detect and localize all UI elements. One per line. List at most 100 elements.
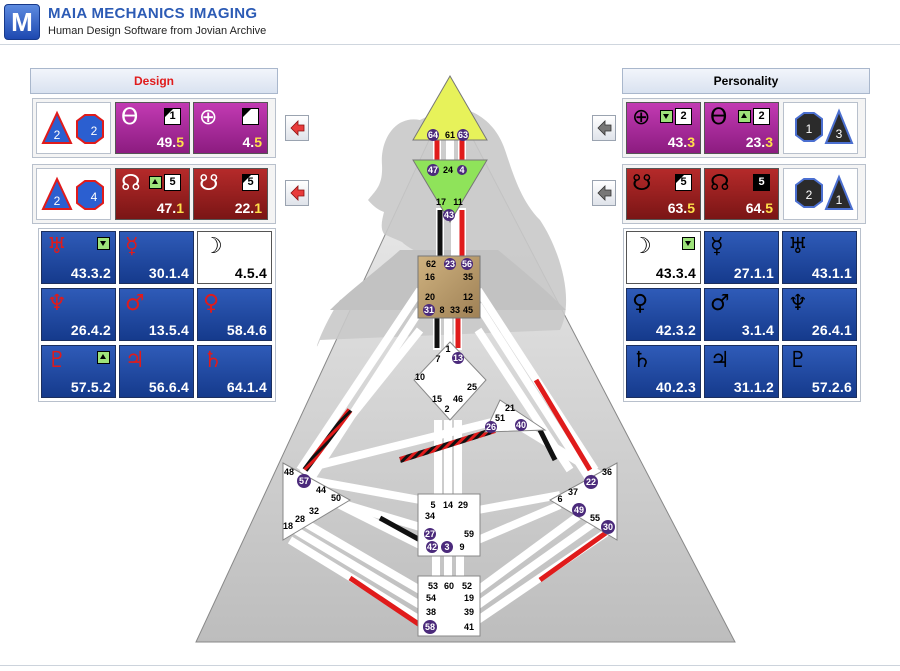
line-square: 5 — [675, 174, 692, 191]
design-panel-header: Design — [30, 68, 278, 94]
svg-text:61: 61 — [445, 130, 455, 140]
venus-icon: ♀ — [632, 291, 649, 316]
design-row1-arrow-button[interactable] — [285, 115, 309, 141]
app-title: MAIA MECHANICS IMAGING — [48, 5, 258, 22]
design-south-node-cell[interactable]: ☋ 5 22.1 — [193, 168, 268, 220]
personality-north-node-cell[interactable]: ☊ 5 64.5 — [704, 168, 779, 220]
svg-text:56: 56 — [462, 259, 472, 269]
svg-text:46: 46 — [453, 394, 463, 404]
neptune-icon: ♆ — [47, 291, 67, 316]
earth-icon: ⊕ — [632, 105, 651, 130]
svg-text:4: 4 — [91, 190, 98, 204]
design-planet-cell[interactable]: ♄64.1.4 — [197, 345, 272, 398]
personality-south-node-cell[interactable]: ☋ 5 63.5 — [626, 168, 701, 220]
personality-row1-arrow-button[interactable] — [592, 115, 616, 141]
arrow-right-icon — [290, 120, 305, 136]
uranus-icon: ♅ — [788, 234, 808, 259]
personality-planet-cell[interactable]: ♄40.2.3 — [626, 345, 701, 398]
north-node-icon: ☊ — [710, 171, 730, 196]
svg-text:33: 33 — [450, 305, 460, 315]
svg-text:49: 49 — [574, 505, 584, 515]
personality-earth-cell[interactable]: ⊕ 2 43.3 — [626, 102, 701, 154]
svg-text:2: 2 — [54, 194, 61, 208]
design-planet-cell[interactable]: ♀58.4.6 — [197, 288, 272, 341]
svg-text:1: 1 — [806, 122, 813, 136]
earth-icon: ⊕ — [199, 105, 218, 130]
svg-text:17: 17 — [436, 197, 446, 207]
venus-icon: ♀ — [203, 291, 220, 316]
svg-text:45: 45 — [463, 305, 473, 315]
personality-black-moon-cell[interactable]: ϴ 2 23.3 — [704, 102, 779, 154]
svg-text:18: 18 — [283, 521, 293, 531]
design-planet-cell[interactable]: ♃56.6.4 — [119, 345, 194, 398]
arrow-up-icon — [149, 176, 162, 189]
line-square — [242, 108, 259, 125]
jupiter-icon: ♃ — [710, 348, 730, 373]
svg-text:42: 42 — [427, 542, 437, 552]
design-row2-arrow-button[interactable] — [285, 180, 309, 206]
line-square: 5 — [164, 174, 181, 191]
design-planet-cell[interactable]: ♆26.4.2 — [41, 288, 116, 341]
svg-text:51: 51 — [495, 413, 505, 423]
svg-text:15: 15 — [432, 394, 442, 404]
mercury-icon: ☿ — [125, 234, 139, 259]
north-node-icon: ☊ — [121, 171, 141, 196]
design-variable-icons-1[interactable]: 2 2 — [36, 102, 111, 154]
throat-gates: 62 23 56 16 35 20 12 31 8 33 45 — [423, 258, 473, 316]
svg-text:8: 8 — [439, 305, 444, 315]
svg-text:62: 62 — [426, 259, 436, 269]
design-moon-node-cell[interactable]: ϴ 1 49.5 — [115, 102, 190, 154]
root-center — [417, 575, 481, 637]
personality-planet-cell[interactable]: ☽43.3.4 — [626, 231, 701, 284]
svg-text:43: 43 — [444, 210, 454, 220]
svg-text:47: 47 — [428, 165, 438, 175]
south-node-icon: ☋ — [199, 171, 219, 196]
svg-text:14: 14 — [443, 500, 453, 510]
design-planet-cell[interactable]: ♇57.5.2 — [41, 345, 116, 398]
svg-text:6: 6 — [557, 494, 562, 504]
svg-text:24: 24 — [443, 165, 453, 175]
personality-value: 43.3 — [667, 134, 695, 150]
design-planet-cell[interactable]: ♅43.3.2 — [41, 231, 116, 284]
design-variable-icons-2[interactable]: 2 4 — [36, 168, 111, 220]
mars-icon: ♂ — [125, 291, 145, 316]
personality-row-1: ⊕ 2 43.3 ϴ 2 23.3 1 3 — [622, 98, 866, 158]
svg-text:25: 25 — [467, 382, 477, 392]
personality-row2-arrow-button[interactable] — [592, 180, 616, 206]
svg-text:41: 41 — [464, 622, 474, 632]
personality-planet-cell[interactable]: ☿27.1.1 — [704, 231, 779, 284]
g-center — [413, 341, 487, 421]
svg-text:44: 44 — [316, 485, 326, 495]
personality-planet-cell[interactable]: ♀42.3.2 — [626, 288, 701, 341]
svg-text:26: 26 — [486, 422, 496, 432]
uranus-icon: ♅ — [47, 234, 67, 259]
design-planet-cell[interactable]: ♂13.5.4 — [119, 288, 194, 341]
svg-text:19: 19 — [464, 593, 474, 603]
g-center-gates: 1 7 13 10 25 15 46 2 — [415, 344, 477, 414]
svg-text:57: 57 — [299, 476, 309, 486]
svg-text:55: 55 — [590, 513, 600, 523]
svg-text:7: 7 — [435, 354, 440, 364]
design-value: 49.5 — [156, 134, 184, 150]
design-north-node-cell[interactable]: ☊ 5 47.1 — [115, 168, 190, 220]
design-row-2: 2 4 ☊ 5 47.1 ☋ 5 22.1 — [32, 164, 276, 224]
personality-variable-icons-1[interactable]: 1 3 — [783, 102, 858, 154]
design-planet-cell[interactable]: ☿30.1.4 — [119, 231, 194, 284]
mercury-icon: ☿ — [710, 234, 724, 259]
personality-planet-cell[interactable]: ♆26.4.1 — [782, 288, 857, 341]
svg-text:50: 50 — [331, 493, 341, 503]
south-node-icon: ☋ — [632, 171, 652, 196]
personality-planet-cell[interactable]: ♃31.1.2 — [704, 345, 779, 398]
personality-value: 64.5 — [745, 200, 773, 216]
personality-planet-cell[interactable]: ♂3.1.4 — [704, 288, 779, 341]
personality-planet-cell[interactable]: ♇57.2.6 — [782, 345, 857, 398]
design-planet-cell[interactable]: ☽4.5.4 — [197, 231, 272, 284]
personality-variable-icons-2[interactable]: 2 1 — [783, 168, 858, 220]
personality-planet-cell[interactable]: ♅43.1.1 — [782, 231, 857, 284]
arrow-down-icon — [682, 237, 695, 250]
svg-text:37: 37 — [568, 487, 578, 497]
moon-icon: ☽ — [203, 234, 223, 259]
design-earth-cell[interactable]: ⊕ 4.5 — [193, 102, 268, 154]
svg-text:23: 23 — [445, 259, 455, 269]
svg-text:28: 28 — [295, 514, 305, 524]
